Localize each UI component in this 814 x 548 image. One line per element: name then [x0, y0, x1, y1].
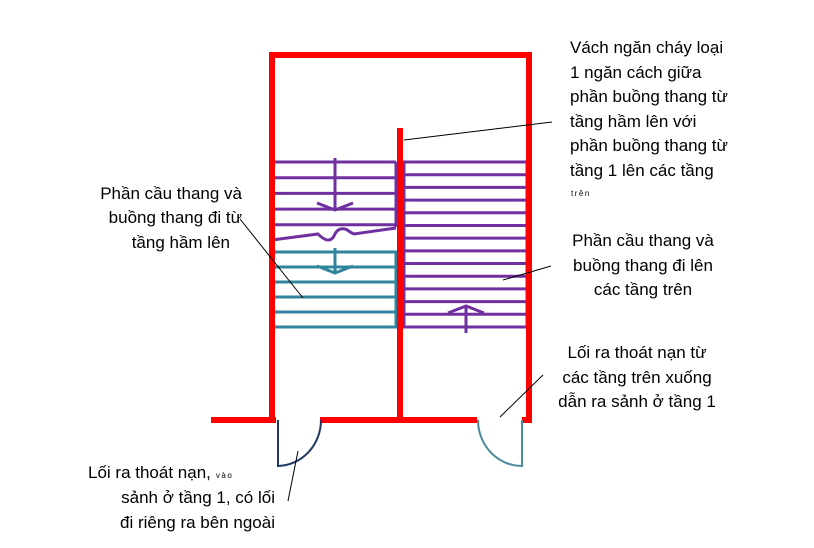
- label-line: buồng thang đi từ: [109, 208, 242, 227]
- arrow-down-icon: [316, 201, 354, 212]
- label-text: Lối ra thoát nạn,: [88, 463, 211, 482]
- label-line: phần buồng thang từ: [570, 136, 728, 155]
- label-line: trên: [571, 189, 591, 198]
- walls: [211, 52, 532, 423]
- label-line: buồng thang đi lên: [573, 256, 713, 275]
- upper-exit-label: Lối ra thoát nạn từ các tầng trên xuống …: [558, 343, 716, 411]
- label-line: Vách ngăn cháy loại: [570, 38, 723, 57]
- basement-exit-door[interactable]: [277, 419, 322, 468]
- label-line: Lối ra thoát nạn, vào: [88, 463, 233, 482]
- label-line: 1 ngăn cách giữa: [570, 63, 702, 82]
- label-line: đi riêng ra bên ngoài: [120, 513, 275, 532]
- basement-stair-leader: [239, 218, 304, 299]
- basement-exit-leader: [287, 450, 299, 502]
- upper-stair-label: Phần cầu thang và buồng thang đi lên các…: [572, 231, 714, 299]
- outer-wall: [269, 52, 532, 420]
- label-line: Phần cầu thang và: [100, 184, 242, 203]
- arrow-up-icon: [447, 304, 485, 315]
- label-line: tầng hầm lên: [132, 233, 230, 252]
- label-line: Lối ra thoát nạn từ: [568, 343, 707, 362]
- partition-leader: [403, 121, 553, 141]
- upper-exit-leader: [499, 374, 544, 418]
- basement-stair-label: Phần cầu thang và buồng thang đi từ tầng…: [100, 184, 242, 252]
- partition-label: Vách ngăn cháy loại 1 ngăn cách giữa phầ…: [570, 38, 728, 198]
- arrow-down-icon: [316, 264, 354, 275]
- label-line: các tầng trên: [594, 280, 692, 299]
- upper-exit-door[interactable]: [477, 419, 523, 468]
- label-line: sảnh ở tầng 1, có lối: [121, 488, 275, 507]
- label-line: phần buồng thang từ: [570, 87, 728, 106]
- label-line: các tầng trên xuống: [562, 368, 711, 387]
- leader-lines: [239, 121, 553, 502]
- label-line: tầng 1 lên các tầng: [570, 161, 714, 180]
- basement-exit-label: Lối ra thoát nạn, vào sảnh ở tầng 1, có l…: [88, 463, 275, 532]
- break-line: [271, 226, 397, 242]
- doors: [277, 419, 523, 468]
- label-line: Phần cầu thang và: [572, 231, 714, 250]
- label-line: tầng hầm lên với: [570, 112, 696, 131]
- label-line: dẫn ra sảnh ở tầng 1: [558, 392, 716, 411]
- upper-stair-leader: [502, 265, 552, 281]
- label-text-small: vào: [216, 471, 233, 480]
